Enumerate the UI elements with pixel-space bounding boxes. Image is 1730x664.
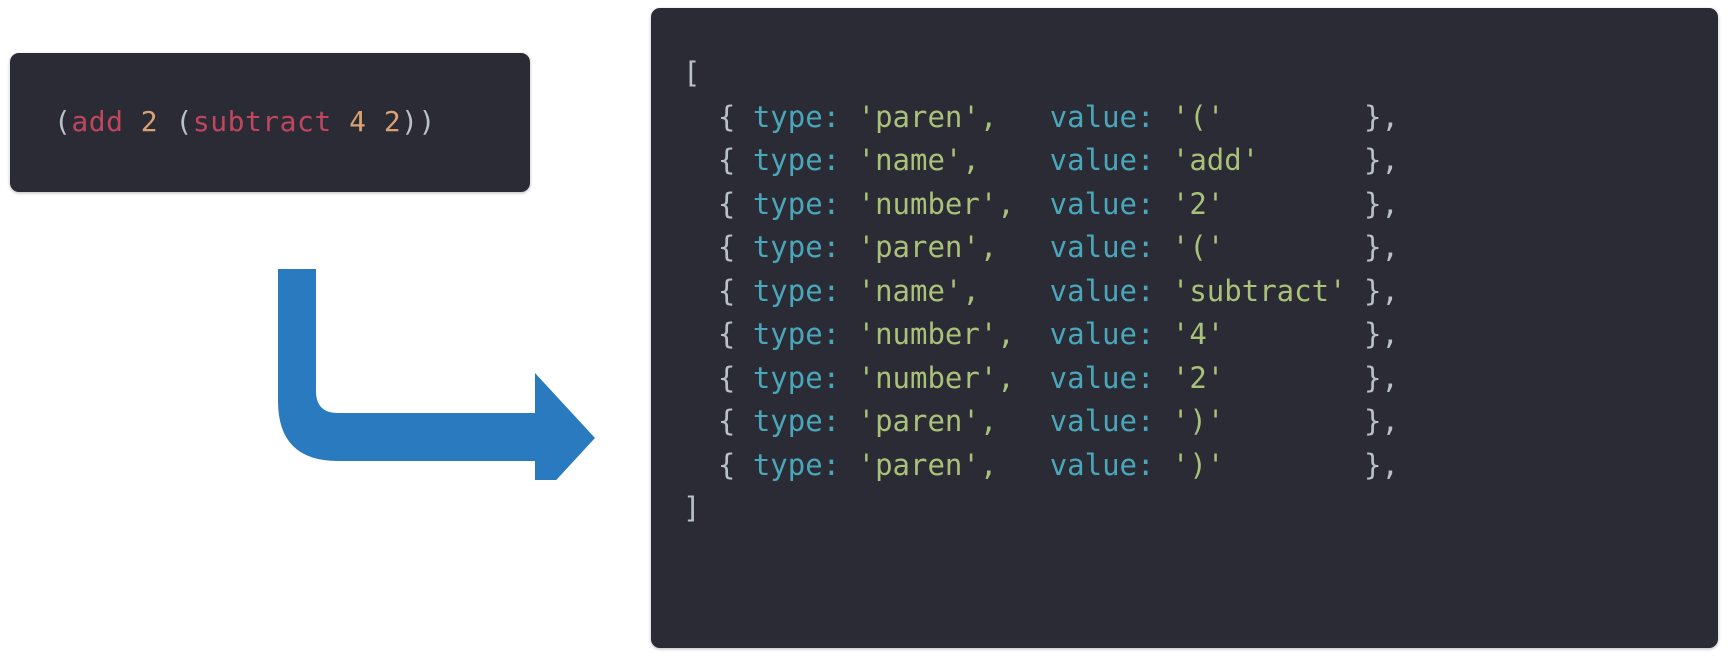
source-token-6: subtract [192,105,332,138]
token-row-close-brace-4: }, [1363,273,1399,308]
token-row-type-value-0: 'paren', [857,99,998,134]
token-array-block: [ { type: 'paren', value: '(' }, { type:… [651,8,1718,648]
token-row-type-key-4: type: [752,273,858,308]
source-token-0: ( [54,105,72,138]
token-row-type-key-8: type: [752,447,858,482]
token-row-value-value-1: 'add' [1171,143,1260,177]
token-row-close-brace-0: }, [1363,99,1399,134]
token-row-value-pad-3 [1224,230,1364,264]
token-row-value-key-3: value: [1049,230,1172,264]
source-token-7 [332,105,349,138]
token-row-value-key-0: value: [1049,99,1172,134]
token-row-value-pad-6 [1224,361,1364,395]
source-token-3: 2 [140,105,159,138]
token-row-value-key-1: value: [1049,143,1172,177]
token-row-value-pad-5 [1224,317,1364,351]
token-row-type-key-6: type: [752,360,858,395]
source-token-10: 2 [383,105,402,138]
token-row-type-value-6: 'number', [857,360,1015,395]
token-row-type-key-5: type: [752,317,858,351]
token-row-open-brace-5: { [683,317,753,351]
token-row-close-brace-8: }, [1363,447,1399,482]
source-token-2 [123,105,140,138]
source-code-block: (add 2 (subtract 4 2)) [10,53,530,192]
token-row-type-pad-1 [980,143,1050,177]
token-row-type-value-7: 'paren', [857,404,998,438]
token-row-value-key-5: value: [1049,317,1172,351]
token-row-value-key-7: value: [1049,404,1172,438]
token-row-open-brace-6: { [683,360,753,395]
source-token-4 [158,105,175,138]
token-row-value-value-7: ')' [1171,404,1225,438]
token-row-close-brace-3: }, [1363,230,1399,264]
token-row-close-brace-6: }, [1363,360,1399,395]
token-row-value-value-4: 'subtract' [1171,273,1347,308]
token-row-type-pad-0 [997,100,1049,134]
token-row-value-value-3: '(' [1171,230,1225,264]
token-row-value-value-6: '2' [1171,360,1225,395]
token-row-open-brace-2: { [683,186,753,221]
token-row-type-pad-6 [1015,361,1050,395]
token-row-type-pad-2 [1015,187,1050,221]
array-close-bracket: ] [683,491,701,525]
token-row-type-pad-5 [1015,317,1050,351]
token-row-type-value-1: 'name', [857,143,980,177]
token-row-type-key-1: type: [752,143,858,177]
token-row-value-value-2: '2' [1171,186,1225,221]
token-row-value-value-0: '(' [1171,99,1225,134]
token-row-type-pad-3 [997,230,1049,264]
token-row-type-key-3: type: [752,230,858,264]
source-token-11: )) [401,105,436,138]
token-row-value-value-8: ')' [1171,447,1225,482]
token-row-close-brace-5: }, [1363,317,1399,351]
source-token-9 [366,105,383,138]
token-row-type-key-2: type: [752,186,858,221]
token-row-value-pad-7 [1224,404,1364,438]
token-row-open-brace-1: { [683,143,753,177]
token-row-close-brace-7: }, [1363,404,1399,438]
source-token-8: 4 [349,105,367,138]
token-row-type-value-8: 'paren', [857,447,998,482]
token-row-value-pad-0 [1224,100,1364,134]
token-row-close-brace-1: }, [1363,143,1399,177]
token-array-text: [ { type: 'paren', value: '(' }, { type:… [683,52,1399,531]
token-row-type-pad-7 [997,404,1049,438]
token-row-type-value-2: 'number', [857,186,1015,221]
token-row-value-pad-8 [1224,448,1364,482]
token-row-open-brace-8: { [683,447,753,482]
token-row-value-pad-4 [1347,274,1364,308]
token-row-value-pad-1 [1259,143,1364,177]
token-row-type-value-5: 'number', [857,317,1015,351]
source-code-text: (add 2 (subtract 4 2)) [54,103,436,141]
source-token-1: add [71,105,124,138]
source-token-5: ( [175,105,193,138]
token-row-close-brace-2: }, [1363,186,1399,221]
token-row-value-key-6: value: [1049,360,1172,395]
token-row-open-brace-0: { [683,99,753,134]
token-row-open-brace-4: { [683,273,753,308]
token-row-open-brace-7: { [683,404,753,438]
token-row-value-key-2: value: [1049,186,1172,221]
token-row-type-value-4: 'name', [857,273,980,308]
elbow-arrow-shape [278,269,595,480]
token-row-type-key-0: type: [752,99,858,134]
token-row-value-key-8: value: [1049,447,1172,482]
token-row-value-value-5: '4' [1171,317,1225,351]
token-row-value-key-4: value: [1049,273,1172,308]
token-row-value-pad-2 [1224,187,1364,221]
token-row-type-value-3: 'paren', [857,230,998,264]
token-row-type-key-7: type: [752,404,858,438]
token-row-type-pad-8 [997,448,1049,482]
token-row-type-pad-4 [980,274,1050,308]
array-open-bracket: [ [683,56,701,90]
elbow-arrow-down-right-icon [278,269,595,480]
token-row-open-brace-3: { [683,230,753,264]
